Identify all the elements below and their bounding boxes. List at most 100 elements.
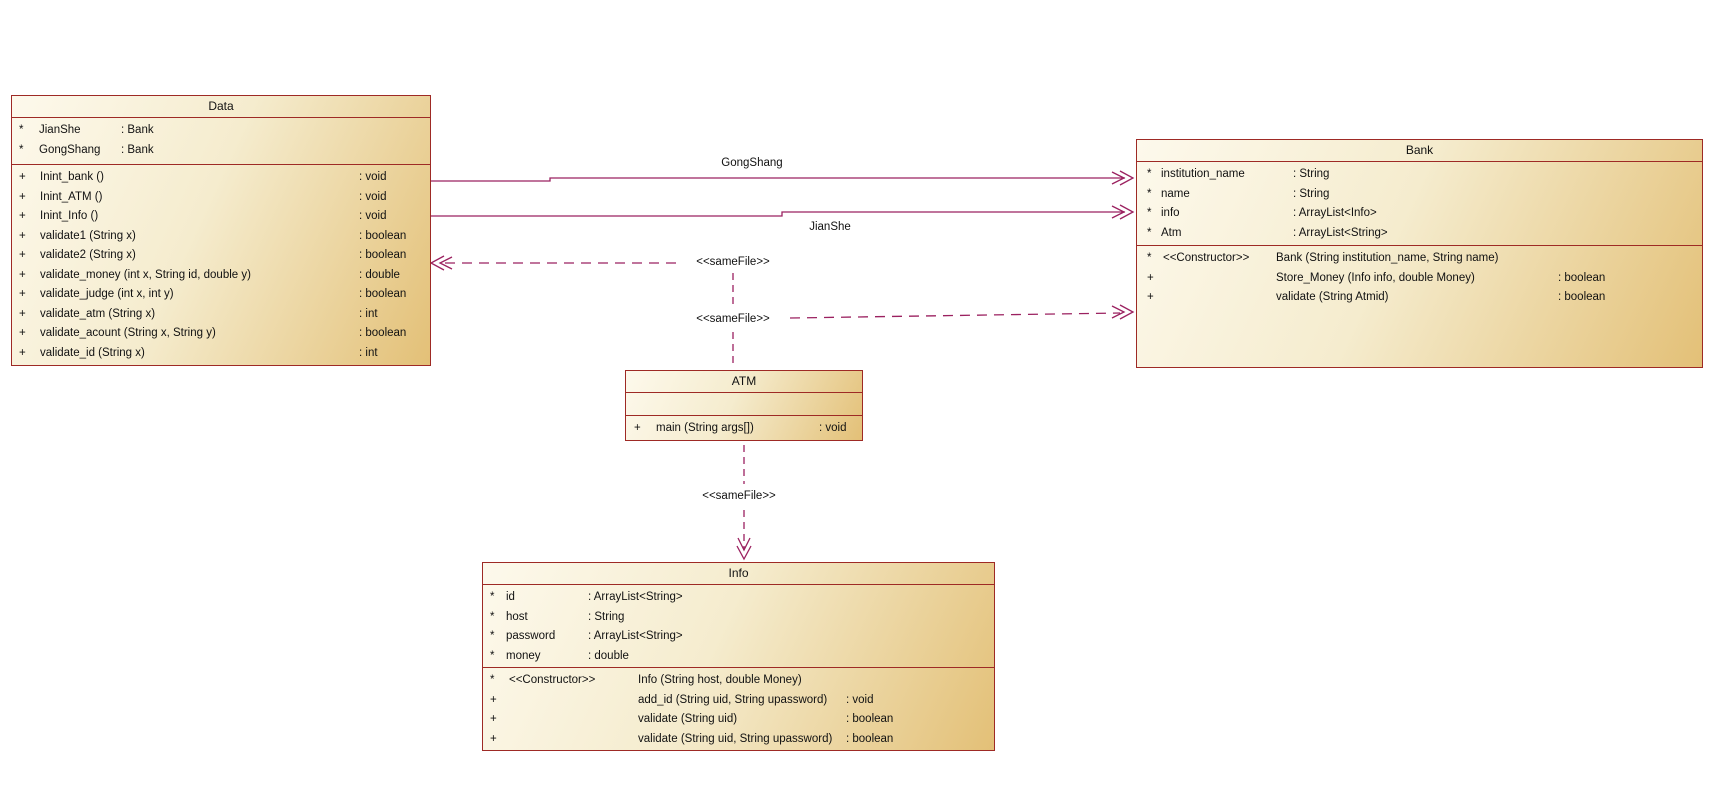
- operation-row: + Inint_ATM () : void: [12, 188, 430, 208]
- operation-row: +validate_acount (String x, String y): b…: [12, 324, 430, 344]
- operation-row: +validate_money (int x, String id, doubl…: [12, 266, 430, 286]
- operation-visibility: +: [19, 229, 26, 242]
- operation-signature: main (String args[]): [656, 422, 754, 434]
- connector-label-samefile-info[interactable]: <<sameFile>>: [700, 490, 778, 502]
- attribute-visibility: *: [1147, 168, 1152, 180]
- attribute-name: host: [506, 610, 528, 623]
- operation-return-type: : boolean: [359, 288, 407, 300]
- class-title: Data: [208, 99, 234, 113]
- dependency-atm-bank[interactable]: [789, 312, 1121, 319]
- operation-signature: validate_atm (String x): [40, 307, 156, 320]
- connector-label-samefile-bank[interactable]: <<sameFile>>: [694, 313, 772, 325]
- attribute-name: Atm: [1161, 226, 1182, 239]
- operation-signature: validate (String uid, String upassword): [638, 732, 833, 745]
- attribute-name: GongShang: [39, 143, 101, 156]
- operation-row: +Inint_bank (): void: [12, 168, 430, 188]
- operation-signature: validate2 (String x): [40, 249, 136, 261]
- attribute-row: * institution_name : String: [1137, 165, 1702, 185]
- operation-signature: validate_judge (int x, int y): [40, 288, 174, 300]
- attribute-row: *id: ArrayList<String>: [483, 588, 994, 608]
- attributes-section: [626, 392, 862, 415]
- attribute-visibility: *: [19, 124, 24, 136]
- attribute-name: JianShe: [39, 124, 81, 136]
- operation-row: + validate_judge (int x, int y) : boolean: [12, 285, 430, 305]
- operation-return-type: : int: [359, 307, 378, 320]
- operation-signature: Bank (String institution_name, String na…: [1276, 252, 1499, 264]
- arrowhead-into-bank: [1119, 304, 1135, 320]
- operation-visibility: +: [490, 713, 497, 725]
- class-title: Info: [728, 566, 749, 580]
- association-jianshe[interactable]: [431, 204, 1135, 220]
- operation-signature: Inint_ATM (): [40, 190, 103, 203]
- operation-row: +validate_id (String x): int: [12, 344, 430, 364]
- class-box-atm[interactable]: ATM+main (String args[]): void: [625, 370, 863, 441]
- attributes-section: * institution_name : String * name : String * i…: [1137, 161, 1702, 245]
- attribute-row: * GongShang : Bank: [12, 141, 430, 161]
- operation-row: *<<Constructor>>Bank (String institution…: [1137, 249, 1702, 269]
- operation-row: +add_id (String uid, String upassword): …: [483, 691, 994, 711]
- attribute-row: *money: double: [483, 647, 994, 667]
- attribute-visibility: *: [19, 143, 24, 156]
- connector-label-samefile-data[interactable]: <<sameFile>>: [694, 256, 772, 268]
- attribute-type: : double: [588, 649, 629, 662]
- operation-visibility: *: [490, 674, 495, 686]
- operations-section: *<<Constructor>>Bank (String institution…: [1137, 245, 1702, 369]
- attribute-visibility: *: [1147, 226, 1152, 239]
- operation-signature: Inint_Info (): [40, 210, 99, 222]
- attribute-type: : ArrayList<String>: [588, 630, 683, 642]
- attribute-visibility: *: [490, 630, 495, 642]
- operation-return-type: : void: [359, 190, 387, 203]
- operation-return-type: : boolean: [1558, 291, 1606, 303]
- operation-return-type: : void: [819, 422, 847, 434]
- operation-return-type: : boolean: [359, 327, 407, 339]
- operation-visibility: +: [19, 327, 26, 339]
- class-title: Bank: [1405, 143, 1434, 157]
- operation-visibility: +: [19, 249, 26, 261]
- attribute-visibility: *: [490, 649, 495, 662]
- operation-row: +validate (String Atmid): boolean: [1137, 288, 1702, 308]
- connector-label-jianshe[interactable]: JianShe: [807, 221, 853, 233]
- operation-signature: Inint_bank (): [40, 171, 104, 183]
- operation-stereotype: <<Constructor>>: [509, 674, 596, 686]
- operations-section: +main (String args[]): void: [626, 415, 862, 442]
- attribute-name: name: [1161, 187, 1190, 200]
- operation-row: +validate2 (String x): boolean: [12, 246, 430, 266]
- operation-visibility: +: [19, 288, 26, 300]
- attribute-visibility: *: [1147, 207, 1152, 219]
- attribute-type: : ArrayList<String>: [1293, 226, 1388, 239]
- attribute-visibility: *: [1147, 187, 1152, 200]
- attribute-name: institution_name: [1161, 168, 1245, 180]
- class-box-bank[interactable]: Bank * institution_name : String * name : Stri…: [1136, 139, 1703, 368]
- operation-visibility: +: [19, 307, 26, 320]
- association-gongshang[interactable]: [431, 170, 1135, 186]
- attribute-name: info: [1161, 207, 1180, 219]
- class-box-data[interactable]: Data * JianShe : Bank* GongShang : Bank + Inint…: [11, 95, 431, 366]
- attribute-type: : Bank: [121, 143, 154, 156]
- attribute-row: * password : ArrayList<String>: [483, 627, 994, 647]
- operation-row: + validate_atm (String x) : int: [12, 305, 430, 325]
- attribute-type: : String: [588, 610, 625, 623]
- operations-section: +Inint_bank (): void+Inint_ATM (): void+…: [12, 164, 430, 367]
- operation-return-type: : boolean: [846, 732, 894, 745]
- operation-return-type: : int: [359, 346, 378, 359]
- attribute-type: : String: [1293, 168, 1330, 180]
- attribute-row: *JianShe: Bank: [12, 121, 430, 141]
- operation-row: *<<Constructor>>Info (String host, doubl…: [483, 671, 994, 691]
- operation-return-type: : double: [359, 268, 400, 281]
- attribute-type: : String: [1293, 187, 1330, 200]
- attribute-row: *info: ArrayList<Info>: [1137, 204, 1702, 224]
- operation-return-type: : void: [359, 210, 387, 222]
- operation-return-type: : boolean: [1558, 271, 1606, 284]
- operation-visibility: +: [19, 190, 26, 203]
- connector-label-gongshang[interactable]: GongShang: [719, 157, 785, 169]
- operation-signature: validate (String uid): [638, 713, 738, 725]
- operation-stereotype: <<Constructor>>: [1163, 252, 1250, 264]
- attribute-name: password: [506, 630, 556, 642]
- class-box-info[interactable]: Info * id : ArrayList<String> * host : String *…: [482, 562, 995, 751]
- attribute-name: id: [506, 591, 515, 603]
- attribute-visibility: *: [490, 591, 495, 603]
- arrowhead-into-bank-2: [1111, 305, 1126, 319]
- operation-visibility: +: [19, 171, 26, 183]
